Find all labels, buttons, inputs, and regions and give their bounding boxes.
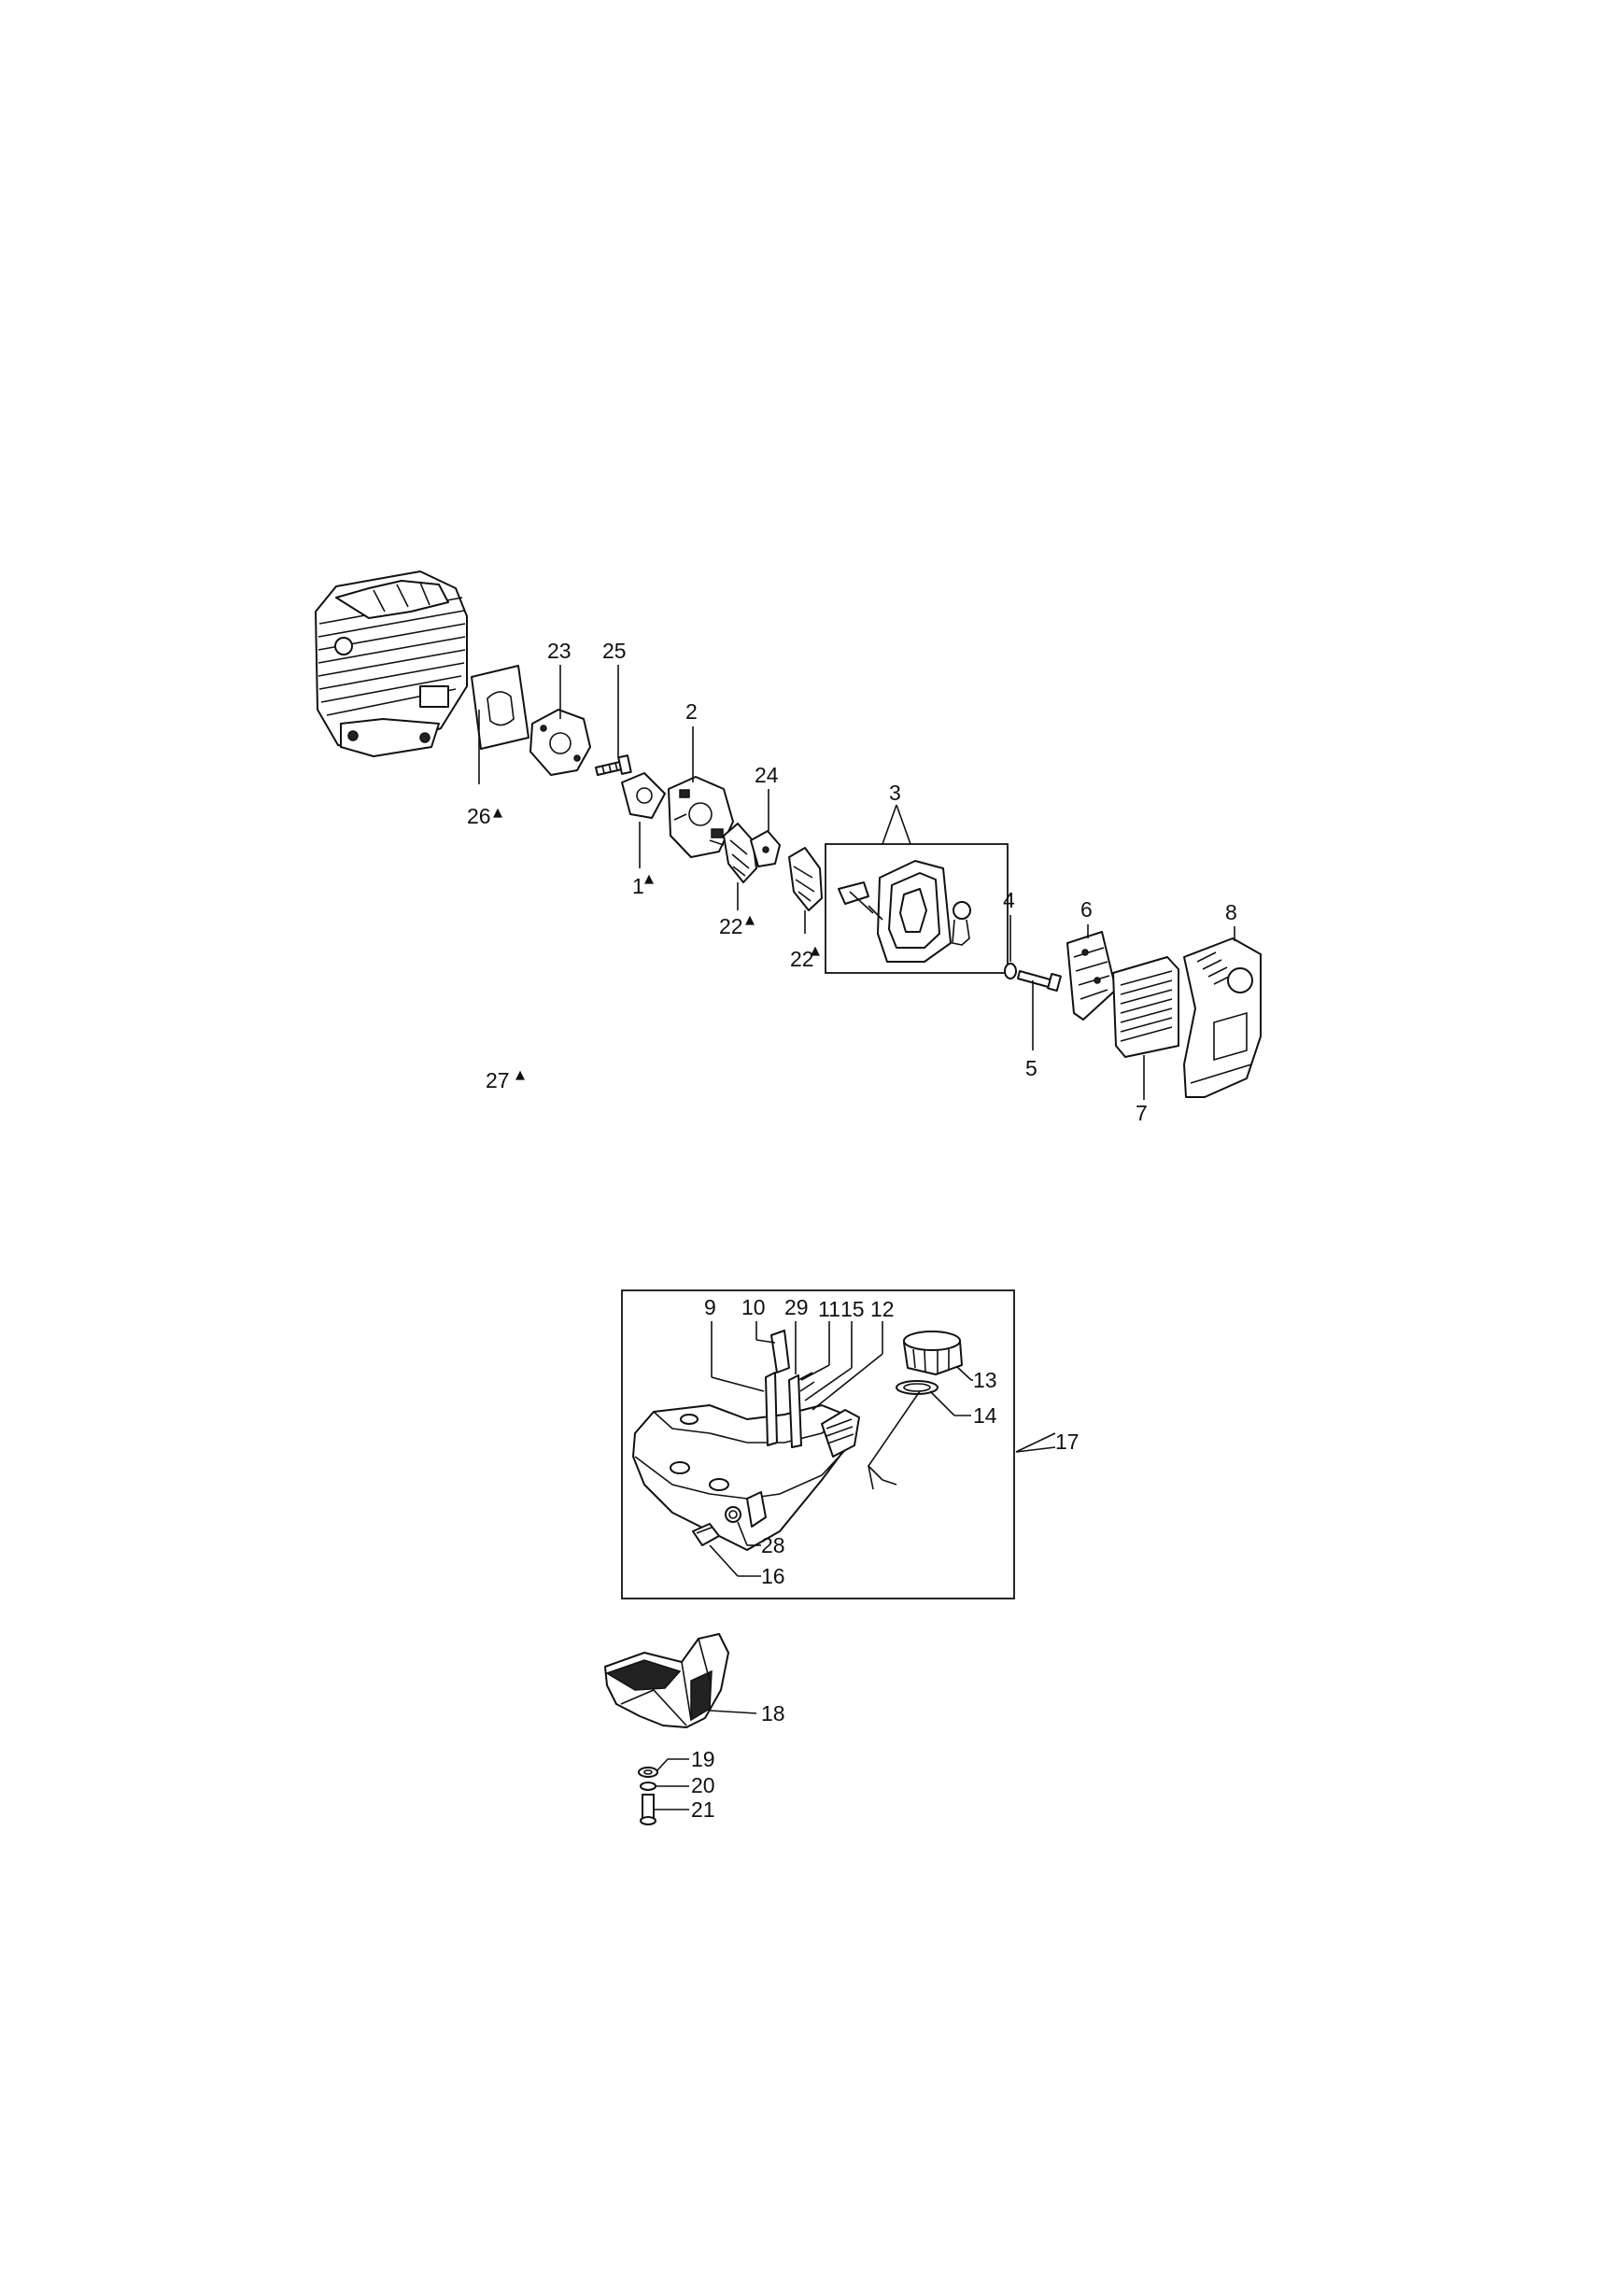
washer-19-part [638,1767,658,1778]
callout-11: 11 [818,1297,840,1321]
marker-triangle-22b: ▲ [811,944,820,958]
gasket-1-part [621,772,666,868]
washer-4-part [1004,915,1017,979]
filter-cover-8-part [1183,926,1262,1098]
callout-5: 5 [1025,1056,1037,1080]
callout-21: 21 [691,1797,715,1822]
intake-manifold-23-part [529,709,591,776]
fuel-hoses-part [765,1330,815,1448]
bolt-21-part [640,1794,656,1825]
cap-retainer-part [867,1390,921,1490]
marker-triangle-22a: ▲ [745,913,755,927]
filter-support-6-part [1066,924,1117,1021]
fuel-cap-13-part [903,1331,963,1375]
callout-12: 12 [870,1297,895,1321]
screw-25-part [595,754,632,776]
marker-triangle-1: ▲ [644,872,654,886]
callout-28: 28 [761,1533,785,1557]
callout-17: 17 [1055,1430,1080,1454]
washer-20-part [640,1782,656,1791]
callout-23: 23 [547,639,572,663]
plate-24-part [750,789,781,867]
fuel-tank-part [632,1404,860,1551]
cylinder-part [315,570,468,757]
callout-25: 25 [602,639,627,663]
callout-27: 27 [486,1068,510,1092]
air-filter-base-3-assembly [825,804,1009,974]
fuel-filter-16-part [692,1523,720,1546]
carburetor-2-part [668,726,734,858]
callout-4: 4 [1003,888,1015,912]
callout-18: 18 [761,1701,785,1726]
callout-24: 24 [755,763,779,787]
callout-1: 1 [632,874,644,898]
callout-6: 6 [1080,897,1093,922]
callout-13: 13 [973,1368,997,1392]
callout-20: 20 [691,1773,715,1797]
callout-9: 9 [704,1295,716,1319]
callout-10: 10 [741,1295,766,1319]
marker-triangle-27: ▲ [515,1068,525,1082]
bolt-5-part [1017,970,1062,1050]
tank-guard-18-part [604,1633,729,1728]
callout-14: 14 [973,1403,997,1428]
gasket-26-part [471,665,529,784]
grommet-28-part [725,1506,741,1523]
gasket-22a-part [723,823,757,910]
callout-8: 8 [1225,900,1237,924]
callout-15: 15 [840,1297,865,1321]
marker-triangle-26: ▲ [493,806,502,820]
callout-26: 26 [467,804,491,828]
callout-29: 29 [784,1295,809,1319]
callout-22a: 22 [719,914,743,938]
filter-element-7-part [1112,956,1179,1100]
callout-16: 16 [761,1564,785,1588]
gasket-22b-part [788,847,823,934]
fuel-tank-assembly-box [621,1289,1015,1599]
callout-22b: 22 [790,947,814,971]
callout-19: 19 [691,1747,715,1771]
callout-2: 2 [685,699,698,724]
callout-3: 3 [889,781,901,805]
callout-7: 7 [1136,1101,1148,1125]
